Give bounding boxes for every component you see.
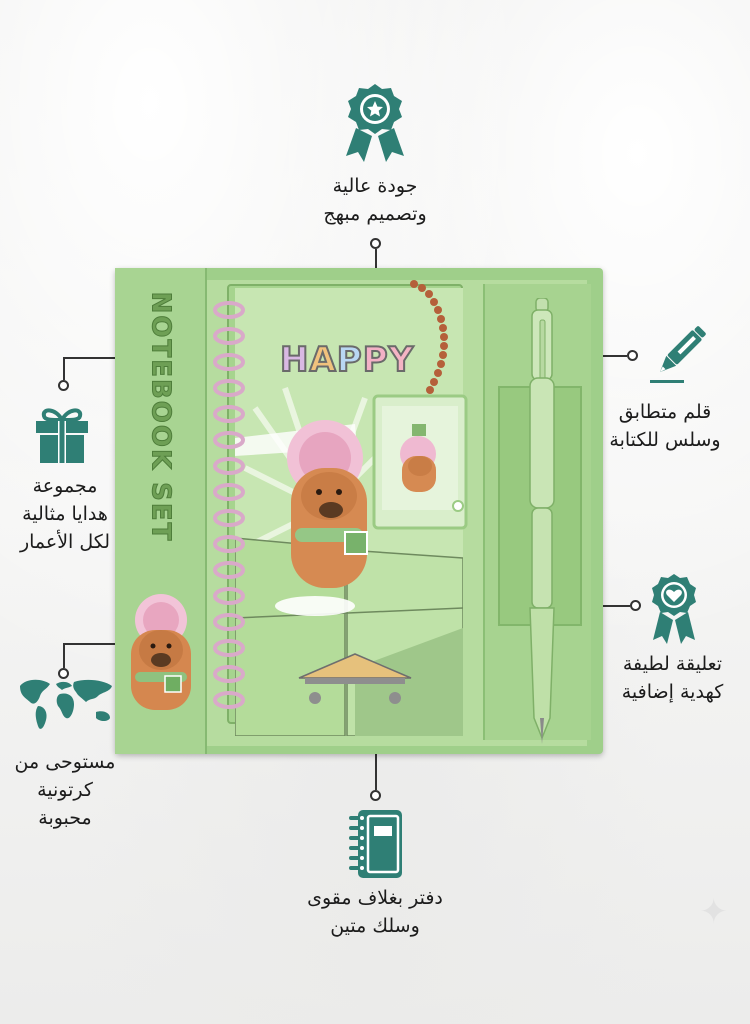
quality-line-1: جودة عالية (332, 175, 418, 197)
tag-line-1: تعليقة لطيفة (622, 653, 723, 675)
world-callout: مستوحى من كرتونية محبوبة (5, 748, 125, 832)
sparkle-icon: ✦ (699, 892, 729, 932)
pen-line-1: قلم متطابق (618, 401, 712, 423)
world-connector-h (63, 643, 133, 645)
cover-letter-1: H (279, 339, 310, 381)
pen-dot (627, 350, 638, 361)
gift-dot (58, 380, 69, 391)
gift-callout: مجموعة هدايا مثالية لكل الأعمار (0, 472, 130, 556)
gift-line-3: لكل الأعمار (19, 531, 111, 553)
pen (529, 298, 555, 744)
heart-badge-icon (652, 574, 696, 644)
side-title-wrap: NOTEBOOK SET (137, 282, 183, 552)
notebook-icon (349, 810, 402, 878)
tag-line-2: كهدية إضافية (621, 681, 724, 703)
notebook-line-2: وسلك متين (330, 915, 420, 937)
world-map-icon (20, 679, 112, 729)
cover-letter-4: P (362, 339, 389, 381)
pen-icon (650, 326, 706, 383)
bead-chain (410, 280, 448, 394)
cover-letter-5: Y (388, 339, 415, 381)
side-panel: NOTEBOOK SET (115, 268, 207, 754)
award-badge-icon (346, 84, 404, 162)
quality-line-2: وتصميم مبهج (323, 203, 427, 225)
world-line-2: كرتونية (37, 779, 93, 801)
gift-line-1: مجموعة (32, 475, 98, 497)
side-title: NOTEBOOK SET (145, 291, 176, 543)
world-dot (58, 668, 69, 679)
capybara-sticker (131, 594, 191, 710)
pen-line-2: وسلس للكتابة (609, 429, 721, 451)
world-connector-v (63, 644, 65, 668)
tag-dot (630, 600, 641, 611)
notebook-callout: دفتر بغلاف مقوى وسلك متين (270, 884, 480, 940)
world-line-1: مستوحى من (14, 751, 116, 773)
gift-connector-v (63, 358, 65, 380)
notebook-line-1: دفتر بغلاف مقوى (307, 887, 443, 909)
spiral-binding (213, 301, 245, 709)
gift-box-icon (36, 408, 88, 463)
quality-dot (370, 238, 381, 249)
world-line-3: محبوبة (38, 807, 92, 829)
cover-letter-3: P (336, 339, 363, 381)
cover-letter-2: A (308, 339, 337, 381)
gift-connector-h (63, 357, 141, 359)
hanging-tag (372, 394, 468, 530)
pen-callout: قلم متطابق وسلس للكتابة (590, 398, 740, 454)
tag-callout: تعليقة لطيفة كهدية إضافية (600, 650, 745, 706)
quality-callout: جودة عالية وتصميم مبهج (285, 172, 465, 228)
cover-word: HAPPY (279, 339, 415, 381)
gift-line-2: هدايا مثالية (22, 503, 108, 525)
notebook-dot (370, 790, 381, 801)
